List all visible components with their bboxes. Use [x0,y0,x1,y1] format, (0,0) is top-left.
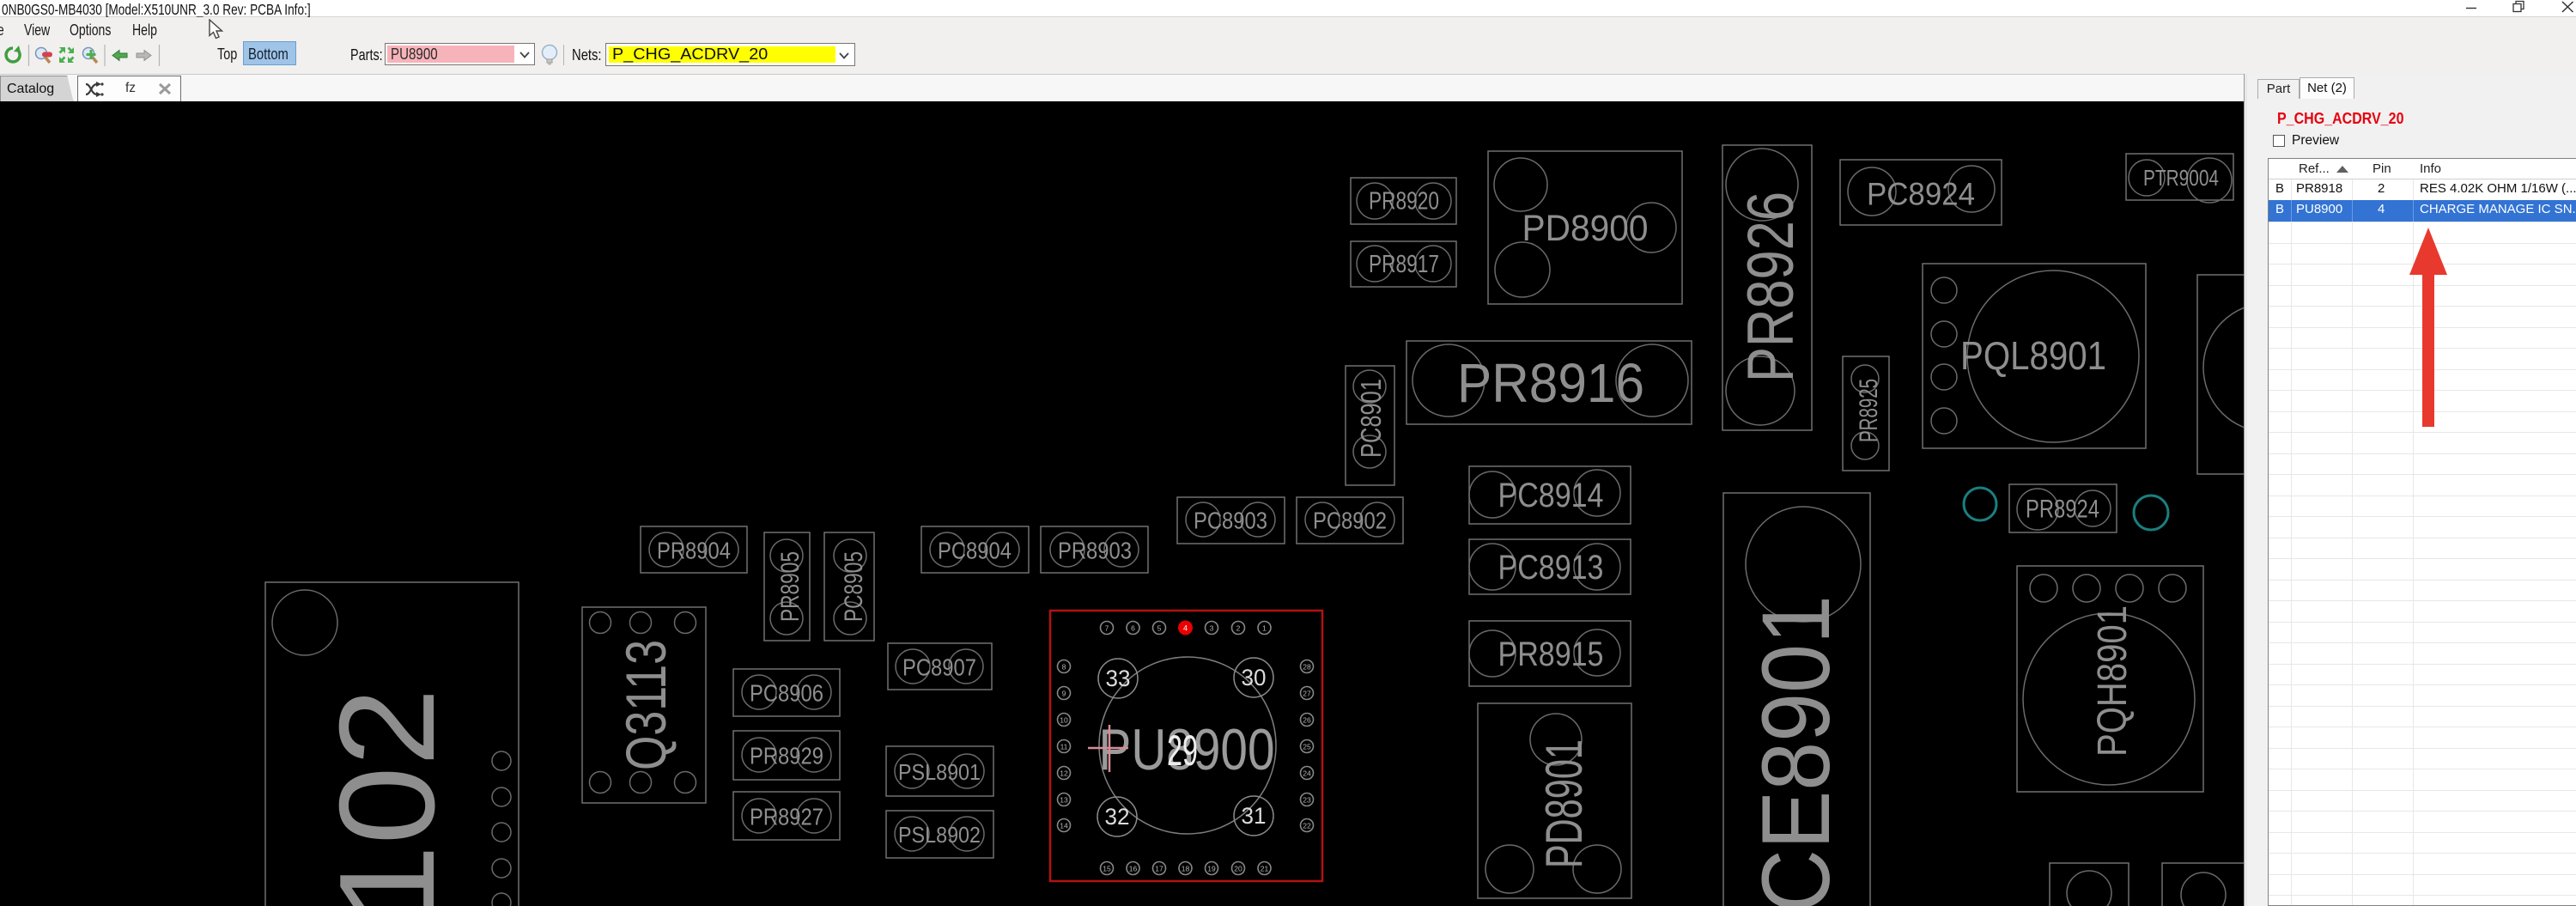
svg-text:PC8901: PC8901 [1355,379,1387,458]
svg-text:32: 32 [1105,804,1130,830]
svg-text:33: 33 [1106,666,1131,691]
svg-text:4: 4 [1183,624,1188,633]
svg-text:25: 25 [1303,743,1311,751]
svg-text:PR8920: PR8920 [1369,188,1439,216]
svg-text:PTR9004: PTR9004 [2143,165,2219,191]
svg-text:7: 7 [1105,624,1109,633]
svg-text:14: 14 [1060,822,1068,830]
svg-text:PC8905: PC8905 [840,551,868,622]
svg-text:PC8902: PC8902 [1313,508,1387,534]
svg-text:26: 26 [1303,716,1311,725]
svg-text:PR8916: PR8916 [1457,352,1644,414]
svg-text:PR8924: PR8924 [2026,496,2099,524]
svg-text:11: 11 [1060,743,1068,751]
svg-text:PR8905: PR8905 [776,551,805,622]
svg-text:28: 28 [1303,663,1311,672]
svg-text:PD8900: PD8900 [1522,208,1649,249]
svg-text:16: 16 [1129,865,1138,873]
svg-text:19: 19 [1207,865,1216,873]
svg-text:1: 1 [1262,624,1267,633]
svg-text:18: 18 [1182,865,1190,873]
svg-text:29: 29 [1167,727,1198,775]
svg-text:PSL8902: PSL8902 [898,822,981,848]
svg-text:8: 8 [1062,663,1066,672]
svg-text:2: 2 [1236,624,1241,633]
svg-text:15: 15 [1103,865,1111,873]
svg-text:PQH8901: PQH8901 [2090,605,2136,757]
svg-text:PR8904: PR8904 [657,538,731,564]
svg-text:30: 30 [1242,665,1267,690]
svg-text:PR8926: PR8926 [1735,192,1807,382]
svg-text:17: 17 [1155,865,1163,873]
svg-text:PR8925: PR8925 [1855,379,1883,442]
svg-text:23: 23 [1303,796,1311,805]
svg-text:PC8913: PC8913 [1498,549,1604,587]
svg-text:102: 102 [312,688,463,906]
svg-text:22: 22 [1303,822,1311,830]
svg-text:20: 20 [1234,865,1242,873]
svg-text:PR8917: PR8917 [1369,251,1439,278]
svg-text:3: 3 [1210,624,1214,633]
svg-text:13: 13 [1060,796,1068,805]
svg-text:PR8929: PR8929 [750,743,823,769]
svg-text:24: 24 [1303,769,1311,778]
svg-text:PC8907: PC8907 [902,654,976,681]
svg-text:PSL8901: PSL8901 [898,759,981,785]
svg-text:6: 6 [1131,624,1135,633]
svg-text:27: 27 [1303,690,1311,698]
svg-text:PR8915: PR8915 [1498,635,1604,673]
svg-text:PQL8901: PQL8901 [1960,333,2106,378]
svg-text:10: 10 [1060,716,1068,725]
svg-text:12: 12 [1060,769,1068,778]
svg-text:PU8900: PU8900 [1099,717,1275,782]
svg-text:PC8906: PC8906 [750,680,823,707]
svg-text:CE8901: CE8901 [1742,595,1850,906]
svg-text:PC8904: PC8904 [938,538,1012,564]
svg-text:PC8924: PC8924 [1867,177,1975,212]
svg-text:PC8914: PC8914 [1498,477,1604,514]
svg-text:21: 21 [1261,865,1269,873]
svg-text:5: 5 [1157,624,1162,633]
svg-text:31: 31 [1242,803,1267,829]
svg-text:Q3113: Q3113 [614,640,677,770]
svg-text:9: 9 [1062,690,1066,698]
svg-text:PD8901: PD8901 [1535,739,1593,868]
svg-text:PC8903: PC8903 [1194,508,1267,534]
svg-text:PR8903: PR8903 [1058,538,1132,564]
svg-text:PR8927: PR8927 [750,804,823,830]
